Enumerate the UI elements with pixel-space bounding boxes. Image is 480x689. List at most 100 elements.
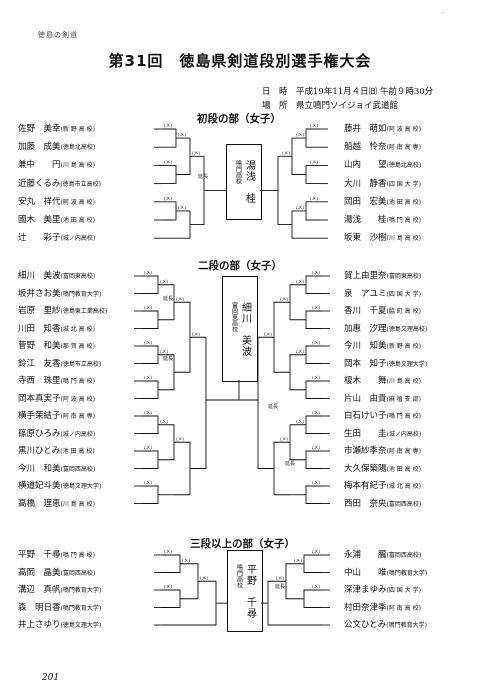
winner-box-nidan: 細川 美波 富岡東高校 [222, 276, 258, 382]
participant-school: (新 野 高 校) [60, 126, 95, 133]
participant-name: 菅野 和美 [18, 341, 61, 351]
participant-left: 篠原ひろみ(城ノ内高校) [18, 429, 95, 440]
shodan-right-match [305, 128, 320, 148]
nidan-left-match [158, 424, 175, 461]
participant-school: (徳島文理大学) [60, 483, 102, 490]
participant-name: 永浦 朧 [344, 550, 387, 560]
participant-school: (阿 波 高 校) [60, 395, 95, 403]
participant-school: (徳島文理高校) [386, 325, 428, 333]
score-mark: (メ) [164, 548, 172, 555]
page-dot: · [442, 10, 444, 17]
section-title-shodan: 初段の部（女子） [197, 113, 281, 125]
score-mark: (メ) [310, 195, 318, 202]
participant-school: (麻 植 支 部) [386, 395, 421, 403]
participant-right: 片山 由貴(麻 植 支 部) [344, 394, 421, 405]
participant-right: 梅本有紀子(城 北 高 校) [344, 481, 421, 492]
participant-left: 國木 美里(池 田 高 校) [18, 215, 95, 226]
participant-name: 市瀬紗季奈 [344, 446, 387, 456]
score-mark: (メ) [144, 339, 152, 346]
participant-left: 森 明日香(鳴門教育大学) [18, 603, 101, 614]
participant-school: (川 島 高 校) [60, 162, 95, 170]
nidan-left-match [174, 301, 191, 373]
score-mark: (メ) [312, 479, 320, 486]
participant-name: 坂東 沙樹 [344, 233, 387, 244]
participant-name: 深津まゆみ [344, 585, 387, 595]
participant-school: (阿 波 高 校) [60, 198, 95, 206]
participant-name: 今川 和美 [18, 463, 61, 474]
nidan-right-match [305, 345, 322, 364]
score-mark: (メ) [164, 195, 172, 202]
nidan-right-match [289, 354, 306, 391]
participant-name: 平野 千尋 [18, 550, 61, 560]
participant-left: 溝辺 真帆(鳴門教育大学) [18, 585, 101, 596]
score-mark: (メ) [312, 548, 320, 555]
participant-right: 永浦 朧(富岡西高校) [344, 550, 421, 561]
participant-right: 坂東 沙樹(川 島 高 校) [344, 233, 421, 244]
score-mark: (メ) [310, 122, 318, 129]
extension-label: 延長 [198, 173, 208, 180]
nidan-left-match [142, 345, 159, 364]
participant-name: 岩原 里紗 [18, 306, 61, 316]
participant-left: 寺西 珠里(鳴 門 高 校) [18, 376, 95, 387]
shodan-right-match [291, 137, 306, 175]
participant-left: 兼中 円(川 島 高 校) [18, 160, 95, 171]
nidan-right-match [273, 301, 290, 373]
score-mark: (メ) [182, 557, 190, 564]
nidan-right-match [305, 275, 322, 294]
participant-name: 中山 唯 [344, 567, 387, 578]
sandan-left-match [180, 563, 199, 600]
participant-right: 中山 唯(鳴門教育大学) [344, 568, 427, 579]
event-place: 場 所 県立鳴門ソイジョイ武道館 [262, 101, 399, 111]
participant-name: 西田 奈央 [344, 498, 387, 509]
participant-left: 高岡 晶美(富岡西高校) [18, 568, 95, 579]
nidan-right-match [305, 415, 322, 434]
participant-school: (池 田 高 校) [386, 198, 421, 206]
sandan-left-match [198, 580, 217, 626]
nidan-left-match [142, 380, 159, 399]
nidan-right-match [305, 380, 322, 399]
participant-name: 藤井 萌如 [344, 124, 387, 134]
participant-left: 横手茉結子(阿 南 高 専) [18, 411, 95, 422]
score-mark: (メ) [164, 158, 172, 165]
shodan-right-match [277, 155, 292, 225]
participant-school: (阿 波 高 校) [386, 126, 421, 133]
nidan-left-match [174, 441, 191, 496]
participant-school: (四 国 大 学) [386, 587, 421, 594]
running-header: 徳島の剣道 [38, 31, 78, 39]
participant-left: 井上さゆり(徳島文理大学) [18, 620, 101, 631]
score-mark: (メ) [296, 204, 304, 211]
participant-school: (川 島 高 校) [60, 500, 95, 508]
sandan-right-match [303, 589, 322, 608]
participant-school: (川 島 高 校) [386, 235, 421, 243]
nidan-left-match [158, 284, 175, 321]
participant-name: 加惠 汐理 [344, 323, 387, 334]
participant-left: 辻 彩子(城ノ内高校) [18, 233, 95, 244]
participant-school: (城ノ内高校) [386, 430, 422, 438]
participant-name: 今川 知美 [344, 341, 387, 351]
score-mark: (メ) [164, 122, 172, 129]
participant-name: 横手茉結子 [18, 411, 61, 421]
nidan-final [205, 399, 259, 403]
score-mark: (メ) [312, 339, 320, 346]
participant-name: 安丸 祥代 [18, 196, 61, 207]
score-mark: (メ) [200, 574, 208, 581]
participant-name: 黒川ひとみ [18, 446, 61, 456]
participant-school: (鳴 門 高 校) [60, 378, 95, 385]
score-mark: (メ) [296, 348, 304, 355]
participant-left: 今川 和美(富岡西高校) [18, 464, 95, 475]
participant-right: 生田 圭(城ノ内高校) [344, 429, 421, 440]
nidan-right-match [273, 441, 290, 496]
extension-label: 延長 [163, 295, 173, 302]
participant-left: 横道妃斗美(徳島文理大学) [18, 481, 101, 492]
score-mark: (メ) [310, 158, 318, 165]
participant-school: (城ノ内高校) [60, 235, 96, 243]
score-mark: (メ) [192, 330, 200, 337]
winner-school: 鳴門高校 [234, 160, 242, 184]
participant-school: (脇 町 高 校) [386, 308, 421, 315]
score-mark: (メ) [176, 435, 184, 442]
score-mark: (メ) [144, 374, 152, 381]
participant-name: 岡本真実子 [18, 393, 61, 404]
participant-right: 藤井 萌如(阿 波 高 校) [344, 124, 421, 135]
participant-name: 香川 千夏 [344, 306, 387, 316]
participant-name: 森 明日香 [18, 602, 61, 613]
